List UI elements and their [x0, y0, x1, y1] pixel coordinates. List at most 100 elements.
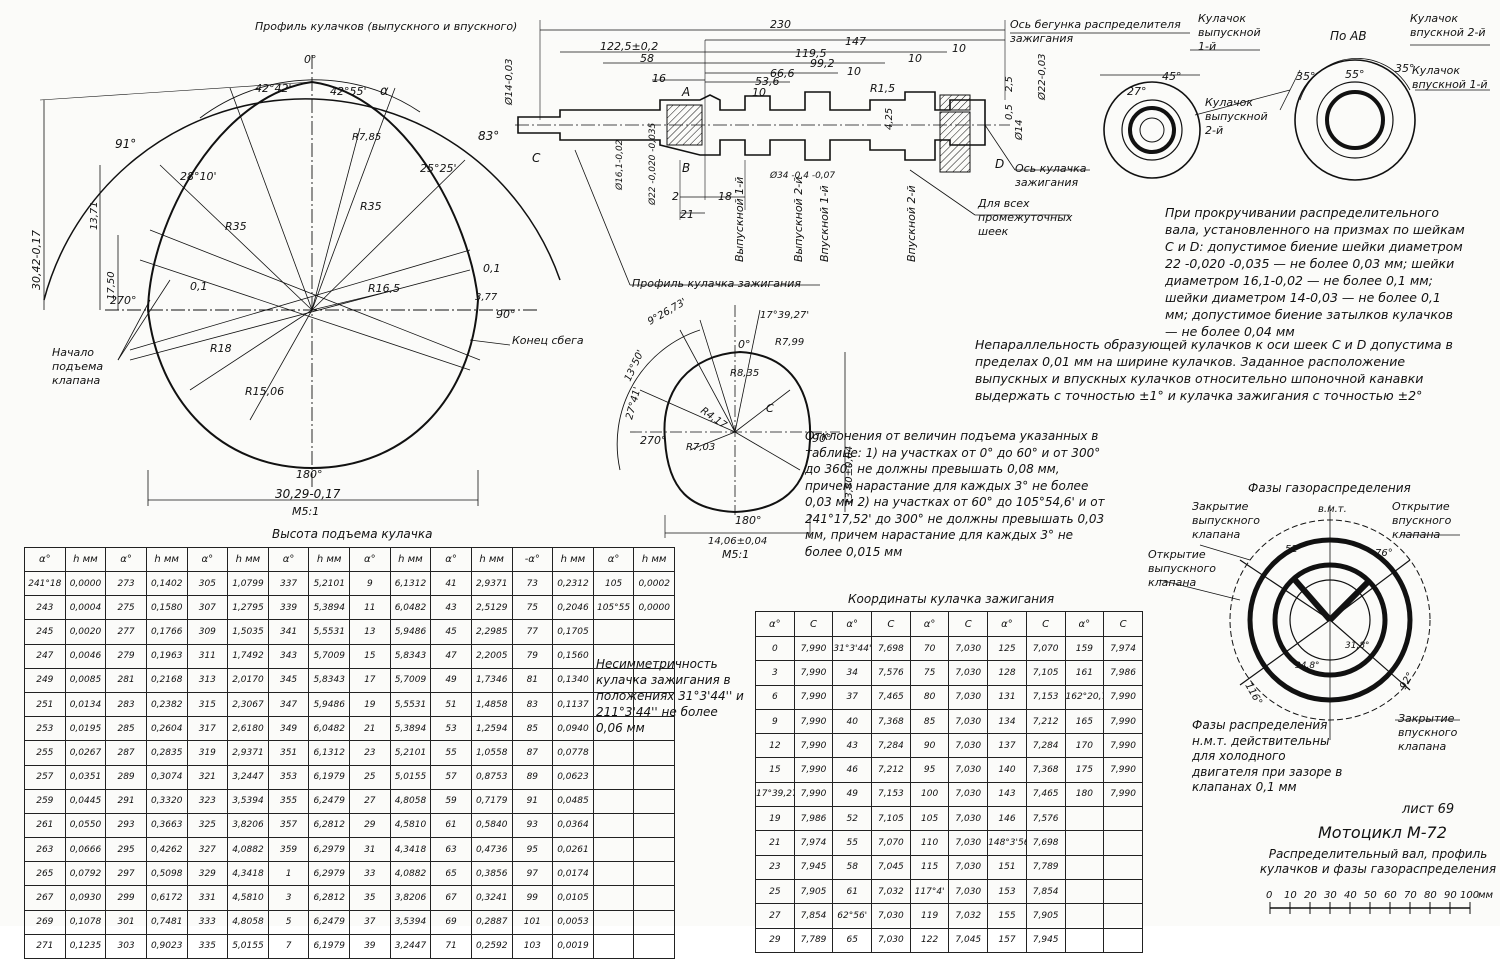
lift-cell: 0,0623 [552, 764, 594, 790]
angle-55: 55° [1345, 68, 1365, 81]
rotor-axis-label: Ось бегунка распределителя зажигания [1010, 18, 1181, 45]
phases-note: Фазы распределения н.м.т. действительны … [1192, 718, 1343, 794]
mark-B: В [682, 161, 690, 175]
lift-cell: 1,7346 [470, 667, 513, 693]
ign-cell: 7,990 [1103, 708, 1143, 735]
label-01-left: 0,1 [190, 280, 208, 293]
lift-cell: 0,3074 [145, 764, 188, 790]
lift-cell: 85 [511, 716, 554, 742]
lift-cell: 4,5810 [389, 812, 432, 839]
ign-cell: 157 [987, 927, 1027, 953]
lift-cell: 247 [24, 643, 66, 669]
lift-cell [592, 909, 635, 935]
lift-cell: 4,0882 [227, 837, 269, 863]
lift-cell: 0,2168 [145, 667, 188, 693]
ign-cell: 117°4' [909, 878, 950, 905]
ign-cell: 7,945 [793, 854, 834, 880]
lift-header-cell: h мм [552, 547, 594, 572]
ign-cell: 55 [832, 830, 873, 856]
lift-cell: 6,1979 [308, 933, 350, 959]
phases-title: Фазы газораспределения [1248, 481, 1411, 495]
lift-cell [592, 619, 635, 645]
ign-cell: 7,030 [948, 806, 989, 832]
lift-cell: 63 [430, 837, 472, 863]
lift-cell: 0,0134 [64, 691, 107, 718]
ign-cell: 7,030 [871, 903, 911, 929]
ign-cell: 65 [832, 927, 873, 953]
lift-cell: 0,1340 [552, 667, 594, 693]
lift-cell: 357 [267, 812, 310, 839]
lift-cell: 0,0046 [64, 643, 107, 669]
lift-cell: 0,4262 [145, 837, 188, 863]
ign-cell: 128 [987, 660, 1027, 686]
lift-cell: 69 [430, 909, 472, 935]
lift-cell: 15 [349, 643, 391, 669]
lift-cell: 0,8753 [470, 764, 513, 790]
lift-cell: 241°18 [24, 570, 66, 597]
lift-cell: 2,3067 [227, 691, 269, 718]
lift-cell: 245 [24, 619, 66, 645]
lift-cell [633, 788, 675, 814]
ign-cell: 7,789 [1025, 854, 1066, 880]
lift-cell: 61 [430, 812, 472, 839]
ign-cell: 170 [1064, 733, 1105, 759]
label-0deg: 0° [304, 53, 317, 66]
ign-cell: 7,789 [793, 927, 834, 953]
lift-cell: 1 [267, 861, 310, 887]
ign-cell: 0 [755, 635, 795, 662]
lift-cell: 0,9023 [145, 933, 188, 959]
ign-cell: 7,030 [948, 733, 989, 759]
scale-90: 90 [1444, 890, 1457, 901]
mark-A: А [681, 85, 690, 99]
ign-cell: 105 [909, 806, 950, 832]
lift-cell: 0,1560 [552, 643, 594, 669]
ign-cell: 43 [832, 733, 873, 759]
lift-cell [633, 885, 675, 911]
ign-cell: 7,990 [793, 708, 834, 735]
drawing-description: Распределительный вал, профиль кулачков … [1259, 847, 1497, 876]
lift-cell: 43 [430, 595, 472, 621]
ign-cell: 7,945 [1025, 927, 1066, 953]
label-3029: 30,29-0,17 [275, 487, 341, 501]
ign-cell: 7,465 [1025, 781, 1066, 808]
ign-cell: 7,974 [1103, 635, 1143, 662]
lift-cell: 3 [267, 885, 310, 911]
label-alpha: α [380, 84, 389, 99]
lift-cell: 0,2382 [145, 691, 188, 718]
lift-cell: 275 [105, 595, 147, 621]
lift-header-cell: h мм [308, 547, 350, 572]
lift-cell [633, 909, 675, 935]
label-r785: R7,85 [352, 132, 381, 143]
ign-cell: 110 [909, 830, 950, 856]
table-row: 17°39,27'7,990497,1531007,0301437,465180… [755, 781, 1143, 808]
lift-cell: 1,0558 [470, 740, 513, 766]
camshaft-drawing [515, 20, 1190, 286]
lift-cell: 295 [105, 837, 147, 863]
lift-cell: 4,8058 [227, 909, 269, 935]
ign-cell [1103, 830, 1143, 856]
lift-cell: 243 [24, 595, 66, 621]
scale-40: 40 [1344, 890, 1357, 901]
lift-cell: 41 [430, 570, 472, 597]
label-270deg: 270° [110, 294, 137, 307]
lift-cell [633, 837, 675, 863]
label-r165: R16,5 [368, 282, 400, 295]
lift-cell: 317 [186, 716, 229, 742]
lift-cell: 0,0000 [64, 570, 107, 597]
lift-cell: 5 [267, 909, 310, 935]
ign-cell: 180 [1064, 781, 1105, 808]
lift-cell [633, 812, 675, 839]
ign-cell: 7,212 [1025, 708, 1066, 735]
scale-10: 10 [1284, 890, 1297, 901]
dim-536: 53,6 [755, 75, 780, 88]
lift-cell [633, 643, 675, 669]
ign-cell: 7,368 [871, 708, 911, 735]
lift-cell: 339 [267, 595, 310, 621]
lift-cell: 99 [511, 885, 554, 911]
lift-cell: 1,7492 [227, 643, 269, 669]
ign-cell: 7,030 [871, 927, 911, 953]
